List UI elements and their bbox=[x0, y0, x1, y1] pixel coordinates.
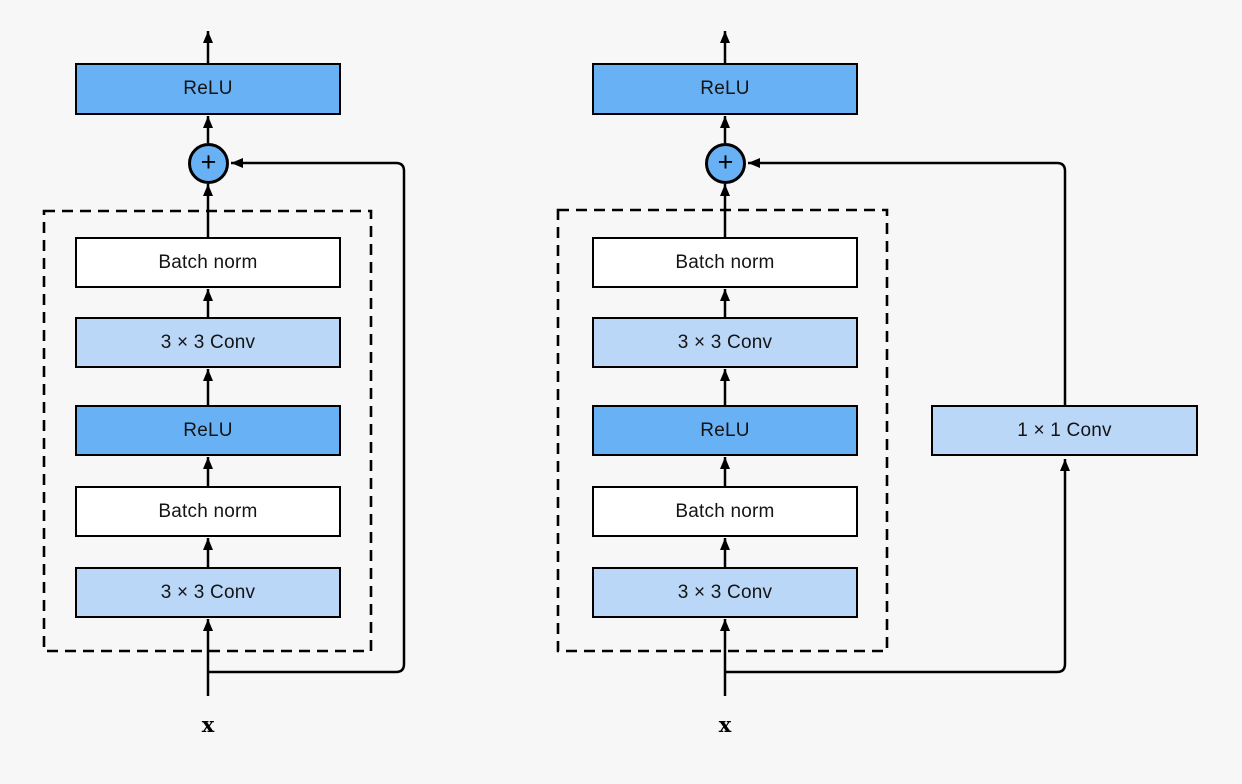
output-relu-box-left: ReLU bbox=[75, 63, 341, 115]
output-relu-box-right: ReLU bbox=[592, 63, 858, 115]
batchnorm-box-top-left: Batch norm bbox=[75, 237, 341, 288]
add-node-left: + bbox=[188, 143, 229, 184]
batchnorm-box-bottom-right: Batch norm bbox=[592, 486, 858, 537]
identity-skip-connection-left bbox=[208, 158, 406, 674]
conv3x3-box-bottom-left: 3 × 3 Conv bbox=[75, 567, 341, 618]
relu-box-middle-left: ReLU bbox=[75, 405, 341, 456]
batchnorm-box-top-right: Batch norm bbox=[592, 237, 858, 288]
conv3x3-box-bottom-right: 3 × 3 Conv bbox=[592, 567, 858, 618]
conv1x1-skip-box-right: 1 × 1 Conv bbox=[931, 405, 1198, 456]
relu-box-middle-right: ReLU bbox=[592, 405, 858, 456]
residual-block-dashed-border-right bbox=[556, 208, 889, 653]
conv3x3-box-top-left: 3 × 3 Conv bbox=[75, 317, 341, 368]
conv3x3-box-top-right: 3 × 3 Conv bbox=[592, 317, 858, 368]
plus-icon: + bbox=[200, 147, 217, 177]
1x1conv-to-adder-connection-right bbox=[748, 158, 1067, 405]
add-node-right: + bbox=[705, 143, 746, 184]
input-x-label-left: x bbox=[201, 712, 215, 737]
skip-to-1x1conv-connection-right bbox=[725, 459, 1070, 674]
batchnorm-box-bottom-left: Batch norm bbox=[75, 486, 341, 537]
plus-icon: + bbox=[717, 147, 734, 177]
input-x-label-right: x bbox=[718, 712, 732, 737]
